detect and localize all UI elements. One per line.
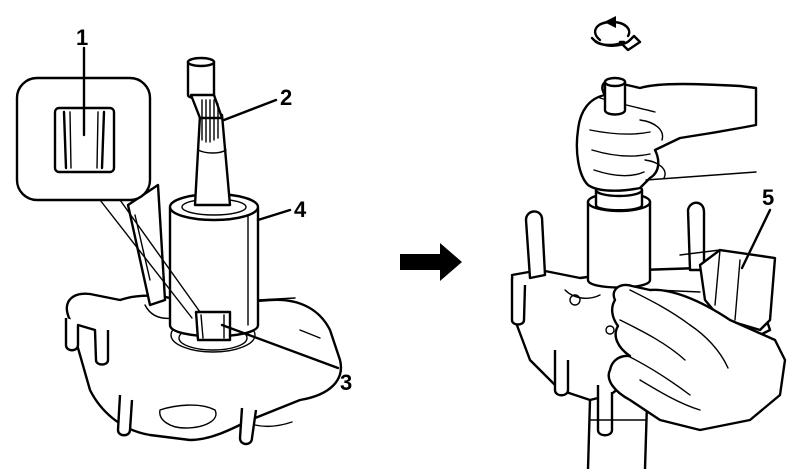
left-lock-block xyxy=(194,310,232,342)
left-shaft-splines xyxy=(201,99,219,143)
right-bracket-part xyxy=(698,248,777,332)
left-rear-shield xyxy=(126,183,167,307)
callout-4: 4 xyxy=(294,197,307,222)
right-assembly-illustration xyxy=(510,16,787,469)
callout-3: 3 xyxy=(340,370,352,395)
left-tapered-shaft xyxy=(186,56,232,207)
callout-2: 2 xyxy=(280,85,292,110)
right-upper-hand xyxy=(575,76,758,192)
rotate-arrow-icon xyxy=(590,16,642,52)
left-assembly-illustration xyxy=(15,56,343,446)
callout-1: 1 xyxy=(76,25,88,50)
right-lower-hand xyxy=(607,283,787,432)
callout-5: 5 xyxy=(762,185,774,210)
right-arrow-icon xyxy=(400,243,462,281)
right-column-tube xyxy=(586,182,652,289)
inset-pointer-lines xyxy=(99,199,201,319)
callout-leaders xyxy=(82,46,772,370)
left-base-plate xyxy=(64,292,343,446)
